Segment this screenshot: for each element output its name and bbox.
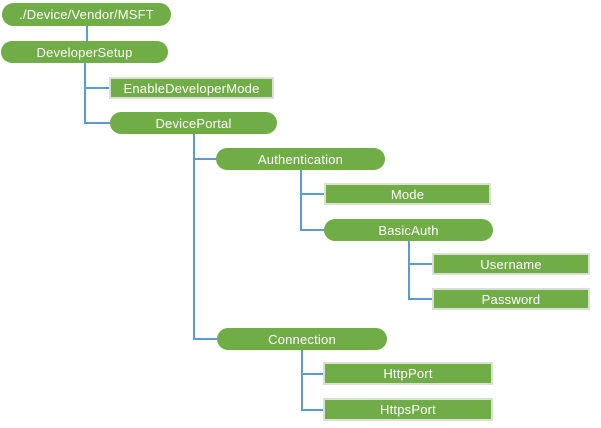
connector-basicauth-vertical (299, 170, 302, 231)
node-authentication: Authentication (216, 148, 385, 170)
connector-deviceportal-horizontal (83, 122, 110, 124)
connector-connection-vertical (192, 134, 195, 340)
node-enabledevelopermode: EnableDeveloperMode (109, 77, 274, 99)
connector-httpport-horizontal (301, 372, 323, 375)
connector-basicauth-horizontal (299, 229, 324, 231)
connector-connection-horizontal (192, 338, 217, 340)
node-connection: Connection (217, 328, 387, 350)
connector-developersetup (85, 26, 88, 41)
connector-password-horizontal (407, 298, 432, 300)
node-httpport: HttpPort (323, 362, 493, 385)
connector-mode-horizontal (299, 193, 324, 195)
node-developersetup: DeveloperSetup (1, 41, 168, 63)
connector-username-horizontal (407, 263, 432, 265)
node-username: Username (432, 253, 590, 275)
connector-httpsport-horizontal (301, 408, 323, 411)
node-root: ./Device/Vendor/MSFT (2, 3, 171, 26)
node-httpsport: HttpsPort (323, 398, 493, 421)
node-mode: Mode (324, 183, 491, 205)
node-password: Password (432, 288, 590, 310)
node-deviceportal: DevicePortal (110, 112, 277, 134)
connector-httpsport-vertical (301, 350, 303, 411)
connector-password-vertical (407, 241, 410, 300)
connector-authentication-horizontal (192, 158, 216, 160)
connector-deviceportal-vertical (83, 63, 86, 124)
connector-enabledevelopermode-horizontal (83, 87, 109, 89)
node-basicauth: BasicAuth (324, 219, 493, 241)
